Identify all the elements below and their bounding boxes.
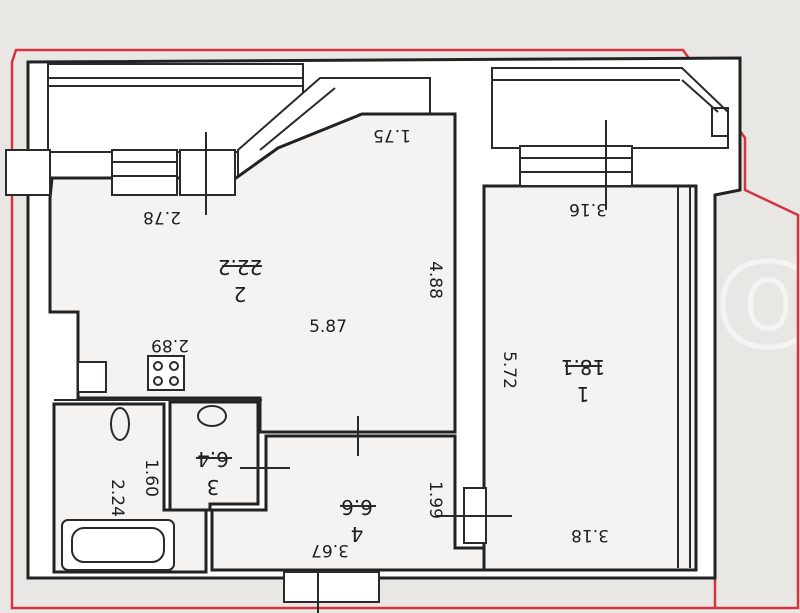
dim-2-78: 2.78 bbox=[143, 207, 181, 227]
dim-2-89: 2.89 bbox=[151, 335, 189, 355]
dim-4-88: 4.88 bbox=[425, 261, 445, 299]
stove-icon bbox=[147, 355, 185, 391]
balcony-angled-line bbox=[259, 87, 336, 151]
room-hallway-number: 4 bbox=[351, 522, 364, 546]
sink-icon bbox=[77, 361, 107, 393]
bedroom-balcony-rail bbox=[711, 107, 729, 137]
stove-burner-1 bbox=[153, 361, 163, 371]
bathtub-icon bbox=[61, 519, 175, 571]
stove-burner-2 bbox=[169, 361, 179, 371]
room-bathroom-number: 3 bbox=[207, 475, 220, 499]
left-outer-window bbox=[5, 149, 51, 196]
bedroom-window bbox=[519, 145, 633, 187]
stove-burner-3 bbox=[153, 376, 163, 386]
dim-3-18: 3.18 bbox=[571, 525, 609, 545]
dim-5-87: 5.87 bbox=[309, 317, 347, 337]
dim-3-16: 3.16 bbox=[569, 199, 607, 219]
dim-3-67: 3.67 bbox=[311, 540, 349, 560]
toilet-icon bbox=[110, 407, 130, 441]
entrance-door bbox=[283, 571, 380, 603]
bedroom-balcony-diag bbox=[681, 79, 719, 113]
dim-5-72: 5.72 bbox=[499, 351, 519, 389]
label-bathroom: 6.4 3 bbox=[196, 447, 232, 499]
bathtub-inner bbox=[71, 527, 165, 563]
label-kitchen-living: 22.2 2 bbox=[218, 255, 263, 306]
dim-1-75: 1.75 bbox=[373, 125, 411, 145]
stove-burner-4 bbox=[169, 376, 179, 386]
kitchen-door bbox=[179, 149, 236, 196]
dim-2-24: 2.24 bbox=[107, 479, 127, 517]
room-bedroom-number: 1 bbox=[577, 382, 590, 406]
red-outline bbox=[10, 48, 800, 610]
room-hallway bbox=[210, 434, 486, 572]
dim-1-60: 1.60 bbox=[141, 459, 161, 497]
label-bedroom: 18.1 1 bbox=[561, 355, 606, 406]
room-bedroom bbox=[482, 184, 698, 572]
washbasin-icon bbox=[197, 405, 227, 427]
dim-1-99: 1.99 bbox=[425, 481, 445, 519]
room-kitchen-living-number: 2 bbox=[234, 282, 247, 306]
kitchen-window bbox=[111, 149, 178, 196]
label-hallway: 6.6 4 bbox=[340, 495, 376, 546]
